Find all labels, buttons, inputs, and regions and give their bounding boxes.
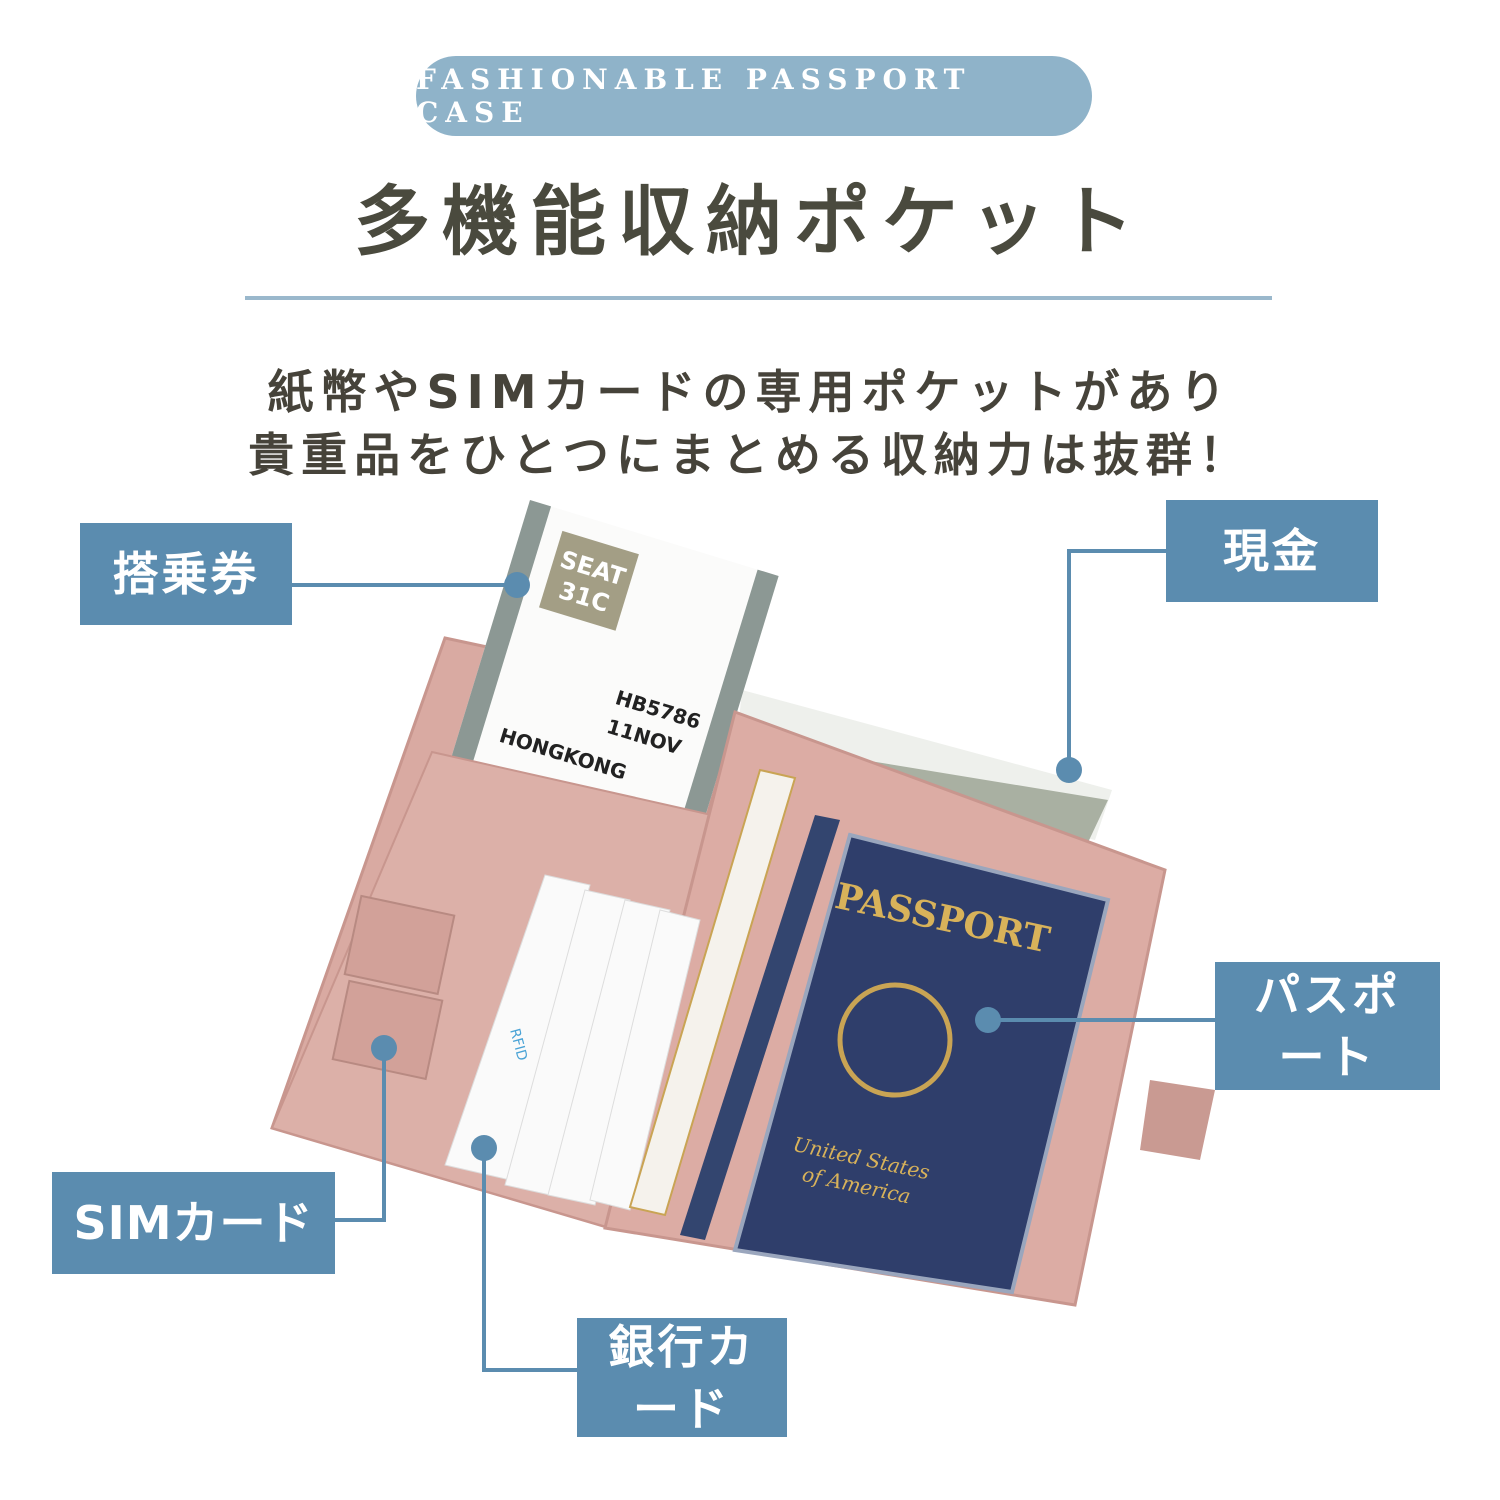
callout-passport: パスポート xyxy=(1215,962,1440,1090)
bank-card-dot xyxy=(471,1135,497,1161)
pen xyxy=(628,768,797,1217)
wallet-inner-lining xyxy=(680,815,840,1240)
wallet-strap xyxy=(1140,1080,1215,1160)
cash-dot xyxy=(1056,757,1082,783)
callout-cash: 現金 xyxy=(1166,500,1378,602)
callout-boarding-pass: 搭乗券 xyxy=(80,523,292,625)
sim-card-dot xyxy=(371,1035,397,1061)
subtitle-line-2: 貴重品をひとつにまとめる収納力は抜群！ xyxy=(248,428,1252,482)
title-divider xyxy=(245,296,1272,300)
sim-pocket-2 xyxy=(331,979,444,1081)
callout-bank-card: 銀行カード xyxy=(577,1318,787,1437)
boarding-pass-dot xyxy=(504,572,530,598)
subtitle-line-1: 紙幣やSIMカードの専用ポケットがあり xyxy=(267,365,1233,419)
callout-lines xyxy=(292,549,1215,1372)
passport xyxy=(732,832,1111,1295)
passport-dot xyxy=(975,1007,1001,1033)
page-title: 多機能収納ポケット xyxy=(354,177,1146,266)
callout-dots xyxy=(371,572,1082,1161)
callout-sim-card: SIMカード xyxy=(52,1172,335,1274)
passport-eagle-emblem xyxy=(837,982,953,1098)
header-badge: FASHIONABLE PASSPORT CASE xyxy=(416,56,1092,136)
sim-pocket-1 xyxy=(343,894,456,996)
bank-cards: RFID xyxy=(444,874,701,1211)
